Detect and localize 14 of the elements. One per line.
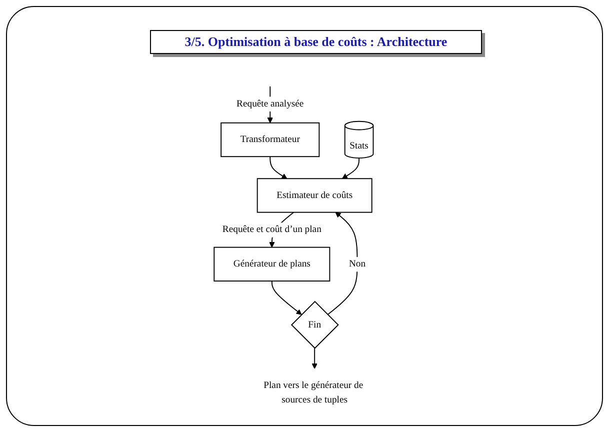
arrow: [342, 158, 360, 179]
node-box: Générateur de plans: [214, 246, 331, 282]
slide-title: 3/5. Optimisation à base de coûts : Architecture: [150, 30, 482, 54]
arrow: [272, 280, 302, 315]
arrow: [328, 212, 358, 316]
arrow: [270, 156, 288, 179]
node-box: Estimateur de coûts: [257, 178, 373, 213]
arrow: [312, 348, 318, 369]
edge-label: Non: [349, 258, 366, 270]
node-text: Plan vers le générateur de sources de tuples: [264, 380, 364, 405]
node-diamond: Fin: [291, 300, 340, 349]
edge-label: Requête et coût d’un plan: [222, 224, 322, 235]
node-box: Transformateur: [220, 122, 320, 158]
edge-label: Requête analysée: [236, 98, 304, 109]
